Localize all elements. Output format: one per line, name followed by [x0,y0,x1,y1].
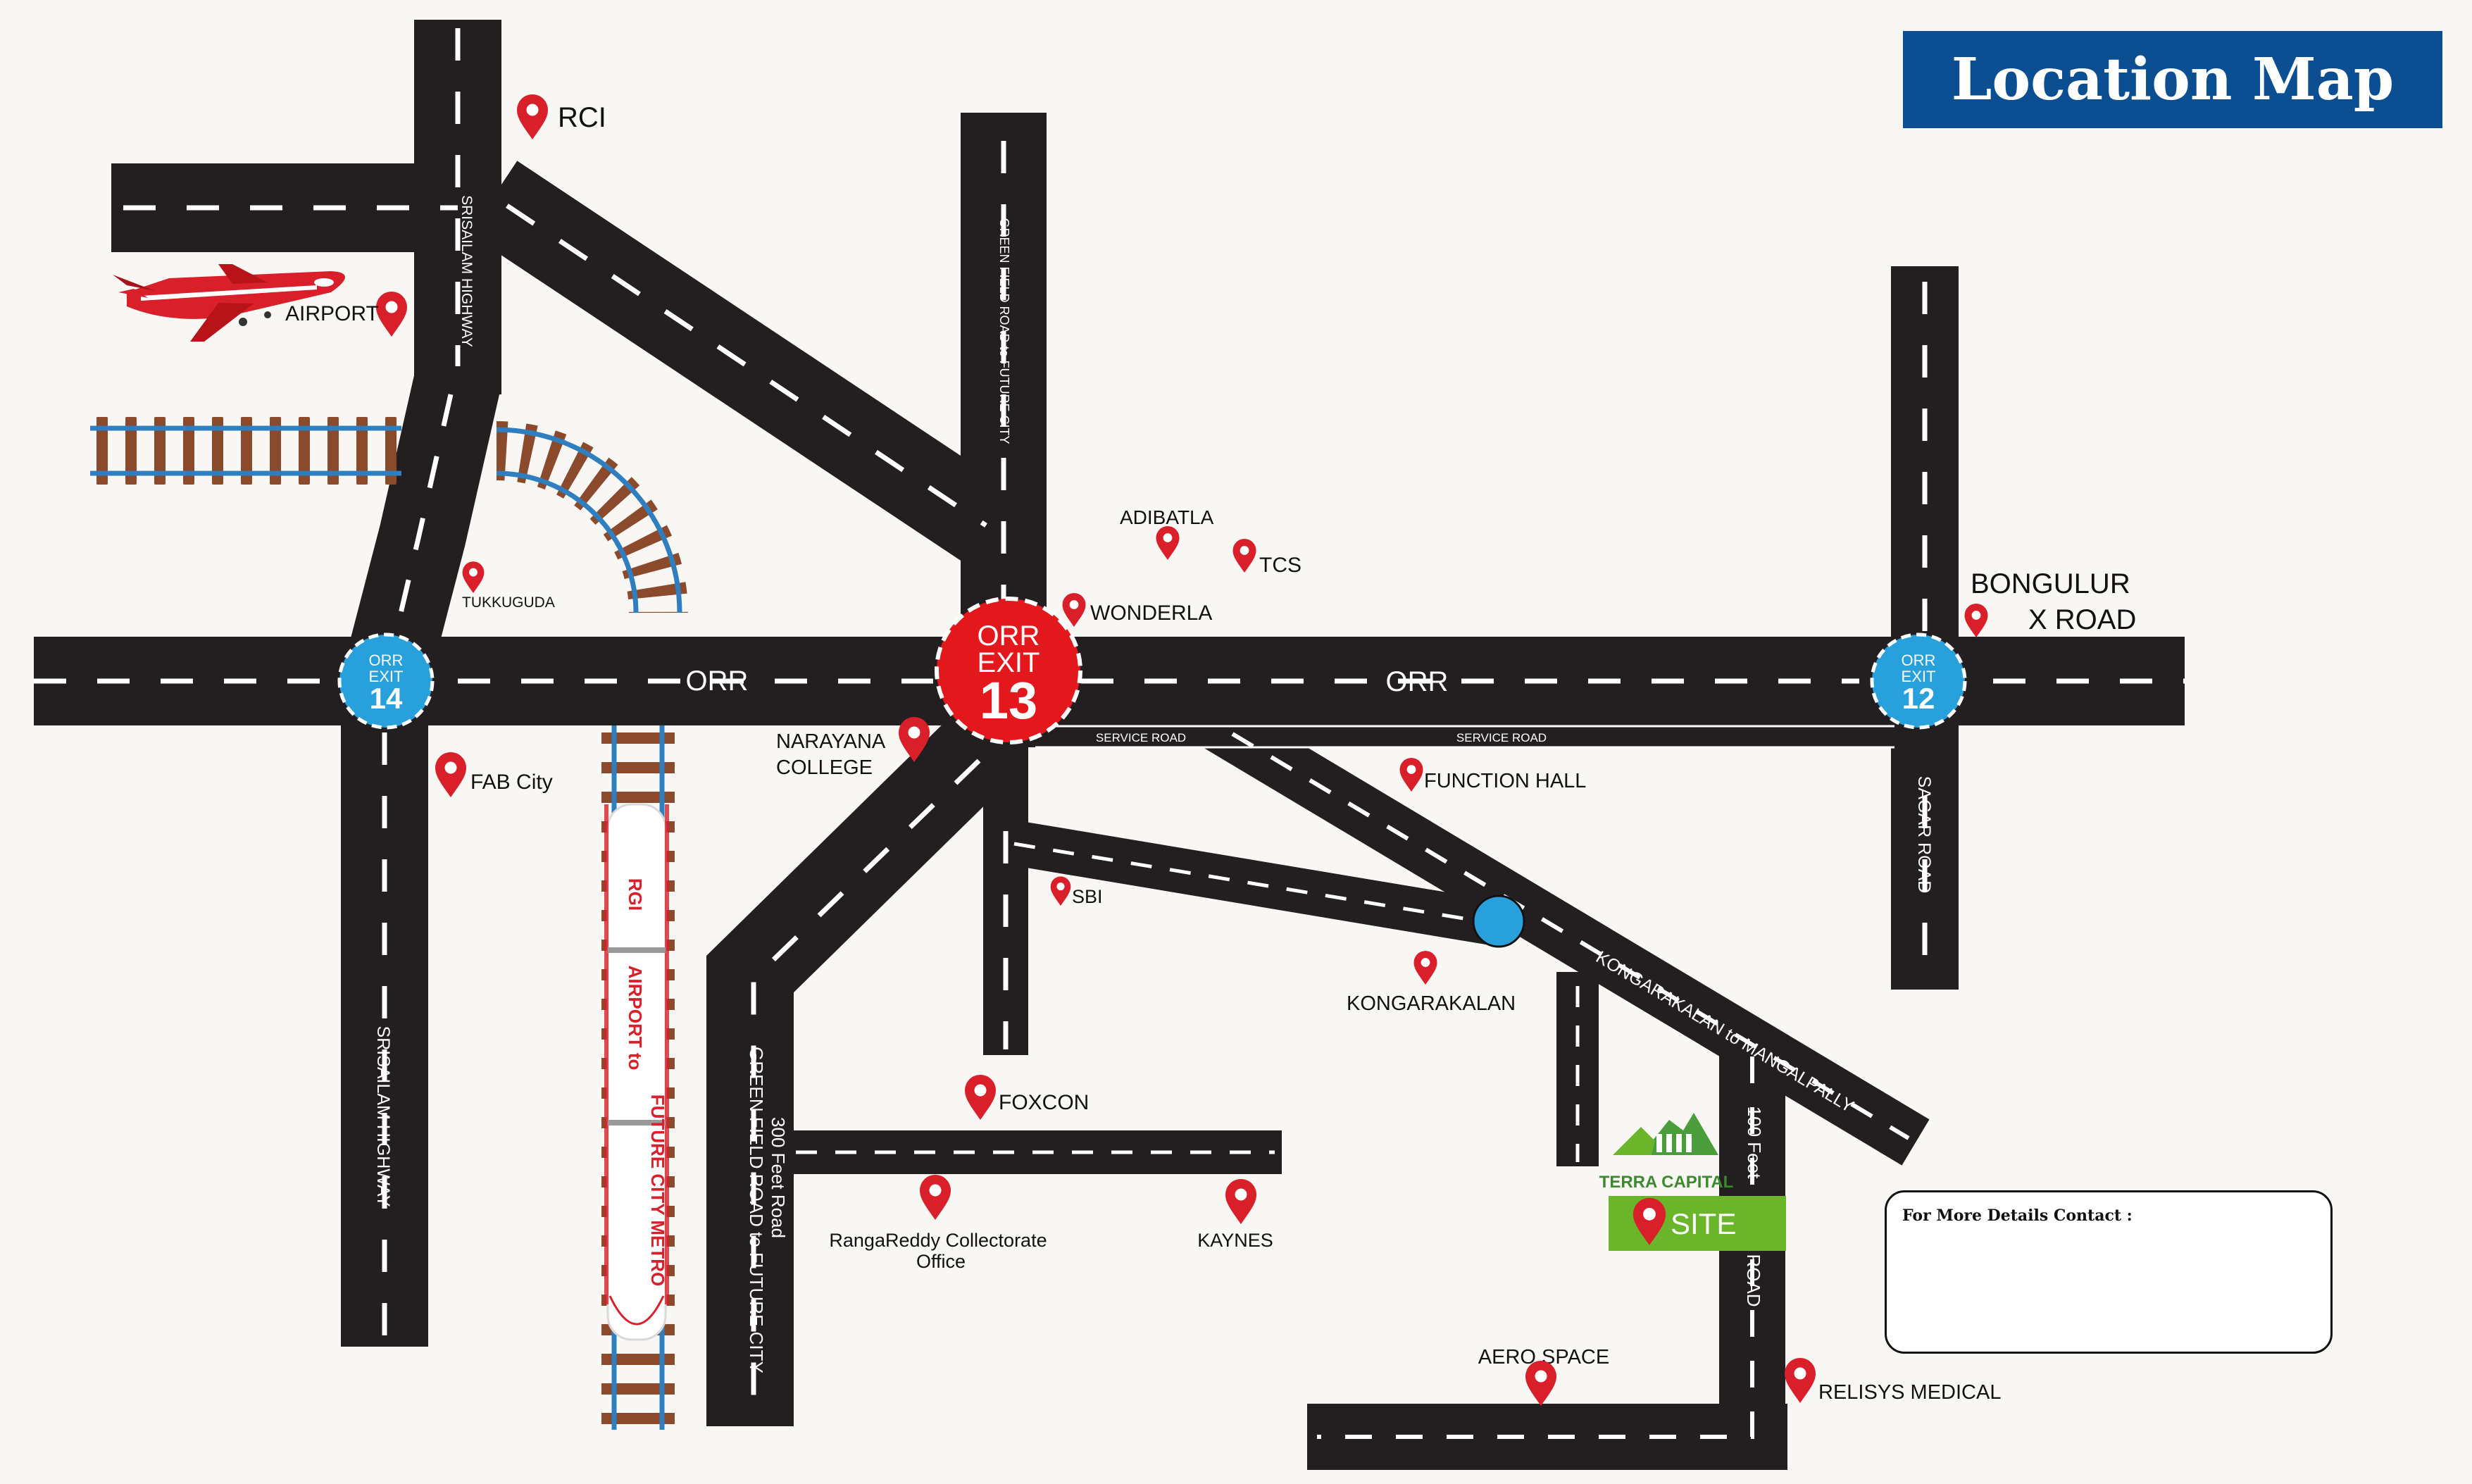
label-kongarakalan: KONGARAKALAN [1347,992,1516,1015]
exit14-l1: ORR [369,651,404,669]
label-function-hall: FUNCTION HALL [1424,770,1586,792]
road-label-greenfield-south: GREEN FIELD ROAD to FUTURE CITY [746,1047,767,1373]
exit-12: ORR EXIT 12 [1870,632,1967,730]
exit-14: ORR EXIT 14 [337,632,435,730]
label-foxcon: FOXCON [999,1091,1089,1114]
road-label-srisailam-north: SRISAILAM HIGHWAY [458,195,475,347]
metro-label-2: AIRPORT to [625,966,646,1071]
pin-tukkuguda [462,561,485,593]
pin-airport [376,292,407,337]
label-tcs: TCS [1259,554,1301,577]
pin-wonderla [1062,593,1086,627]
pin-tcs [1232,539,1256,573]
airplane-icon [113,264,345,342]
label-narayana-1: NARAYANA [776,730,886,753]
junction-marker [1472,894,1525,948]
label-rci: RCI [558,102,606,133]
label-wonderla: WONDERLA [1090,601,1212,625]
pin-relisys [1785,1358,1816,1403]
label-airport: AIRPORT [285,302,379,325]
road-label-sagar: SAGAR ROAD [1914,776,1934,894]
label-rangareddy-1: RangaReddy Collectorate [829,1230,1047,1251]
label-fab-city: FAB City [470,771,553,794]
contact-box: For More Details Contact : [1885,1190,2333,1354]
pin-function-hall [1399,758,1423,792]
exit12-l2: EXIT [1902,668,1936,685]
site-brand: TERRA CAPITAL [1599,1173,1734,1192]
site-label: SITE [1671,1207,1736,1240]
pin-fab-city [435,752,466,797]
exit13-l1: ORR [978,621,1040,651]
railway-curve [496,421,688,613]
road-label-orr-west: ORR [686,666,749,697]
pin-foxcon [965,1075,996,1120]
exit13-l2: EXIT [978,647,1040,678]
label-adibatla: ADIBATLA [1120,506,1214,528]
road-label-greenfield-north: GREEN FIELD ROAD to FUTURE CITY [997,218,1011,444]
metro-label-3: FUTURE CITY METRO [647,1095,668,1287]
pin-rangareddy [920,1175,951,1220]
pin-bongulur [1964,604,1988,637]
label-relisys: RELISYS MEDICAL [1818,1381,2001,1404]
road-label-road: ROAD [1743,1254,1764,1307]
road-label-service-2: SERVICE ROAD [1456,731,1547,744]
road-greenfield-south [706,701,1028,1426]
site-marker: SITE [1609,1196,1786,1251]
metro-train: RGI AIRPORT to FUTURE CITY METRO [604,803,669,1341]
road-label-100-feet: 100 Feet [1744,1106,1765,1179]
label-tukkuguda: TUKKUGUDA [462,594,555,611]
pin-adibatla [1156,526,1180,560]
page-title: Location Map [1903,31,2442,128]
roads [34,20,2185,1470]
pin-kaynes [1225,1179,1256,1224]
exit13-num: 13 [980,671,1037,730]
road-label-srisailam-south: SRISAILAM HIGHWAY [373,1026,393,1207]
label-bongulur-1: BONGULUR [1971,568,2130,599]
pin-rci [517,94,548,139]
exit-13: ORR EXIT 13 [935,597,1082,744]
pin-sbi [1050,876,1071,906]
pin-aero-space [1525,1361,1556,1406]
pin-kongarakalan [1413,951,1437,985]
label-narayana-2: COLLEGE [776,756,873,779]
exit12-l1: ORR [1902,651,1936,669]
terra-capital-logo: TERRA CAPITAL [1599,1113,1734,1192]
road-label-300-feet: 300 Feet Road [768,1117,789,1238]
label-bongulur-2: X ROAD [2028,604,2136,635]
metro-label-1: RGI [625,878,646,911]
road-srisailam-bend [343,370,501,687]
road-label-orr-east: ORR [1386,666,1449,697]
road-label-service-1: SERVICE ROAD [1096,731,1186,744]
exit14-l2: EXIT [369,668,404,685]
label-kaynes: KAYNES [1197,1230,1273,1251]
exit14-num: 14 [370,682,403,715]
label-sbi: SBI [1072,886,1103,907]
railway-horizontal [90,417,401,485]
lane-markings [34,28,2185,1439]
road-kongarakalan-mangalpally [1204,702,1930,1166]
contact-label: For More Details Contact : [1902,1206,2133,1225]
label-rangareddy-2: Office [916,1251,966,1272]
exit12-num: 12 [1902,682,1935,715]
